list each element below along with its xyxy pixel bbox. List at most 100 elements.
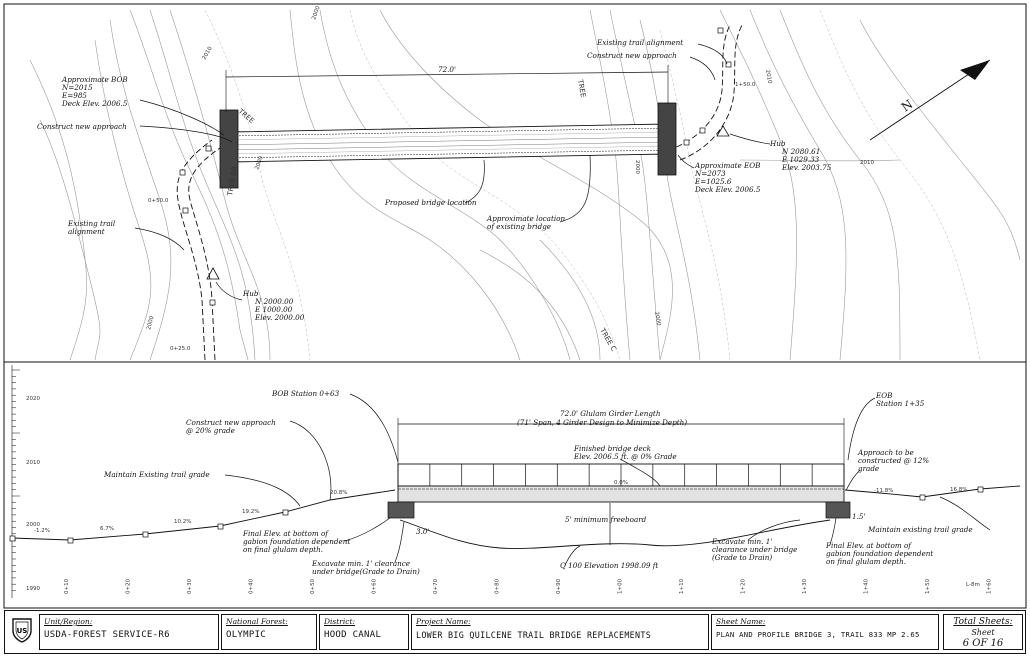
proposed-bridge-label: Proposed bridge location — [384, 198, 477, 207]
contour-label-2: 2000 — [146, 315, 156, 331]
station-label: 0+80 — [495, 578, 501, 594]
profile-points — [9, 486, 984, 544]
eob-station-0: EOB — [875, 391, 892, 400]
final-elev-right-2: on final glulam depth. — [826, 557, 906, 566]
ground-left — [11, 489, 396, 541]
hub-right-marker — [716, 125, 730, 137]
contour-label-6: 2000 — [653, 311, 661, 326]
dim-right: 1.5' — [852, 512, 865, 521]
hub-right-3: Elev. 2003.75 — [781, 163, 832, 172]
existing-trail-left-a — [188, 147, 221, 361]
excavate-left-0: Excavate min. 1' clearance — [311, 559, 410, 568]
station-label: 1+10 — [679, 578, 685, 594]
eob-label-3: Deck Elev. 2006.5 — [694, 185, 761, 194]
station-tag-0: 0+50.0 — [148, 198, 169, 204]
north-arrow: N — [869, 59, 991, 141]
plan-view: 72.0' N Approximate BOB N=2015 E=985 Dec… — [4, 5, 1026, 363]
tb-district-h: District: — [324, 617, 355, 626]
maintain-right: Maintain existing trail grade — [867, 525, 973, 534]
station-tag-2: 1+50.0 — [735, 82, 756, 88]
tb-region-h: Unit/Region: — [44, 617, 93, 626]
existing-trail-right-b — [679, 24, 743, 161]
bob-label-3: Deck Elev. 2006.5 — [61, 99, 128, 108]
plan-contours — [29, 9, 1021, 361]
elev-2020: 2020 — [26, 396, 40, 402]
existing-trail-right-a — [667, 24, 731, 151]
station-tag-1: 0+25.0 — [170, 346, 191, 352]
hub-left-2: E 1000.00 — [254, 305, 293, 314]
maintain-left: Maintain Existing trail grade — [103, 470, 210, 479]
tb-region-v: USDA-FOREST SERVICE-R6 — [44, 630, 170, 640]
contour-label-0: 2010 — [202, 45, 214, 61]
excavate-right-1: clearance under bridge — [712, 545, 797, 554]
contour-label-3: 2010 — [764, 69, 772, 84]
sheet-border — [3, 3, 1027, 609]
grade-6: -11.8% — [874, 488, 893, 494]
bob-label-2: E=985 — [61, 91, 87, 100]
final-elev-right-1: gabion foundation dependent — [826, 549, 933, 558]
construct-left: Construct new approach — [37, 122, 127, 131]
grade-4: 20.8% — [330, 490, 347, 496]
tb-sheet-h: Sheet Name: — [716, 617, 766, 626]
profile-gabion-left — [387, 501, 415, 519]
grade-2: 10.2% — [174, 519, 191, 525]
grade-5: 0.0% — [614, 480, 628, 486]
plan-leaders — [134, 43, 771, 301]
girder-1: (71' Span, 4 Girder Design to Minimize D… — [517, 418, 687, 427]
tree-label-2: TREE — [236, 107, 256, 125]
tb-project: Project Name: LOWER BIG QUILCENE TRAIL B… — [411, 614, 709, 650]
existing-trail-left-b — [176, 139, 213, 361]
plan-dim-line — [225, 71, 669, 78]
tb-project-h: Project Name: — [416, 617, 471, 626]
plan-contour-labels: 2010 2000 2000 2010 2010 2000 2000 2000 … — [146, 5, 874, 353]
profile-end-label: L-8m — [966, 582, 980, 588]
tb-region: Unit/Region: USDA-FOREST SERVICE-R6 — [39, 614, 219, 650]
freeboard-label: 5' minimum freeboard — [565, 515, 647, 524]
station-label: 1+50 — [925, 578, 931, 594]
grade-labels: -1.2% 6.7% 10.2% 19.2% 20.8% 0.0% -11.8%… — [34, 480, 967, 534]
approach-right-1: constructed @ 12% — [858, 456, 929, 465]
station-label: 0+90 — [556, 578, 562, 594]
station-label: 0+50 — [310, 578, 316, 594]
tb-district-v: HOOD CANAL — [324, 630, 382, 640]
plan-labels: Approximate BOB N=2015 E=985 Deck Elev. … — [37, 38, 832, 322]
profile-gabion-right — [825, 501, 851, 519]
excavate-right-2: (Grade to Drain) — [712, 553, 772, 562]
plan-bridge — [229, 123, 669, 163]
existing-trail-left-1: alignment — [68, 227, 105, 236]
existing-trail-left-0: Existing trail — [67, 219, 115, 228]
hub-left-marker — [206, 267, 220, 280]
eob-label-1: N=2073 — [694, 169, 726, 178]
grade-7: 16.8% — [950, 487, 967, 493]
construct-approach-0: Construct new approach — [186, 418, 276, 427]
final-elev-left-2: on final glulam depth. — [243, 545, 323, 554]
finished-deck-0: Finished bridge deck — [573, 444, 651, 453]
hub-left-0: Hub — [242, 289, 259, 298]
contour-label-1: 2000 — [311, 5, 322, 21]
logo-text: US — [17, 627, 28, 635]
construct-right: Construct new approach — [587, 51, 677, 60]
tb-sheet: Sheet Name: PLAN AND PROFILE BRIDGE 3, T… — [711, 614, 939, 650]
elev-1990: 1990 — [26, 586, 40, 592]
q100-label: Q 100 Elevation 1998.09 ft — [560, 561, 658, 570]
tree-label-3: TREE C — [598, 326, 618, 353]
excavate-left-1: under bridge(Grade to Drain) — [312, 567, 420, 576]
hub-left-1: N 2000.00 — [254, 297, 294, 306]
final-elev-left-0: Final Elev. at bottom of — [242, 529, 329, 538]
tb-forest-h: National Forest: — [226, 617, 288, 626]
tb-total-h: Total Sheets: — [953, 617, 1013, 627]
profile-leaders — [224, 393, 991, 566]
tb-forest: National Forest: OLYMPIC — [221, 614, 317, 650]
profile-tick-marks — [12, 369, 20, 591]
station-label: 0+60 — [372, 578, 378, 594]
contour-label-7: 2000 — [254, 155, 265, 171]
eob-station-1: Station 1+35 — [876, 399, 925, 408]
hub-right-2: E 1029.33 — [781, 155, 820, 164]
bob-station: BOB Station 0+63 — [271, 389, 340, 398]
gabion-right — [657, 102, 677, 176]
station-label: 1+00 — [618, 578, 624, 594]
station-label: 1+30 — [802, 578, 808, 594]
tb-forest-v: OLYMPIC — [226, 630, 267, 640]
elev-2000: 2000 — [26, 522, 40, 528]
elevation-labels: 2020 2010 2000 1990 — [26, 396, 40, 592]
